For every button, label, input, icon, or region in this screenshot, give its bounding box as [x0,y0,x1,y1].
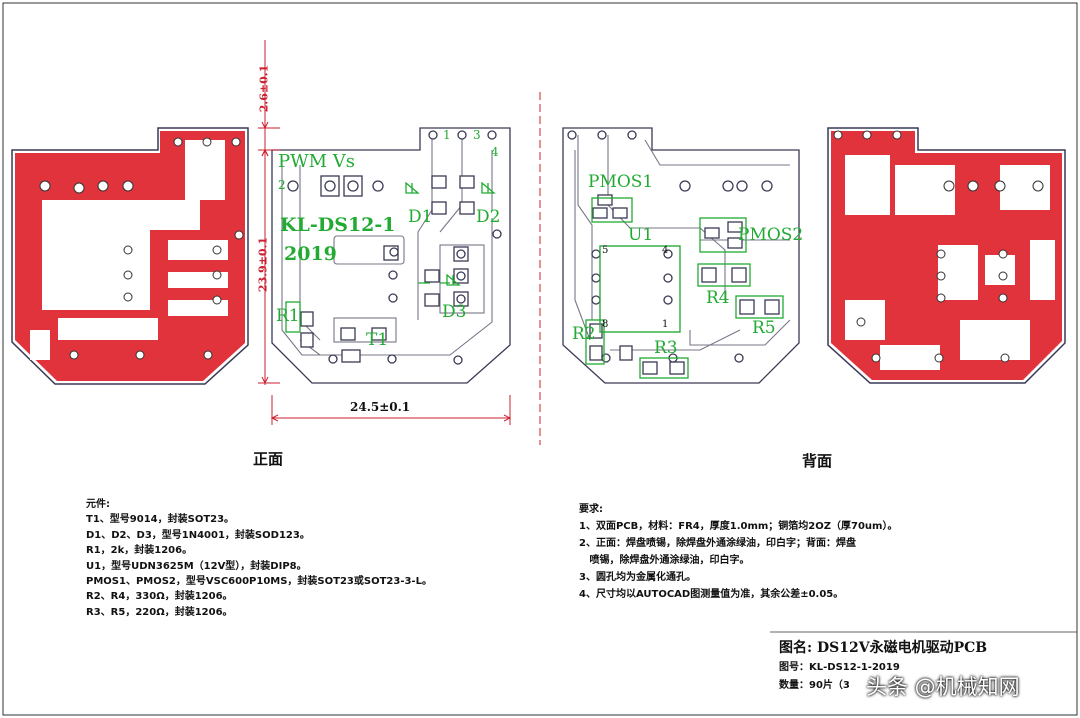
back-silkscreen-view [562,127,800,384]
requirement-line: 1、双面PCB，材料：FR4，厚度1.0mm；铜箔均2OZ（厚70um）。 [579,521,898,532]
silk-d1: D1 [408,207,433,227]
silk-d3: D3 [442,302,467,322]
component-line: R1，2k，封装1206。 [86,545,193,557]
drawing-name: 图名: DS12V永磁电机驱动PCB [779,640,988,656]
silk-pin-8: 8 [602,319,609,330]
quantity: 数量：90片（3 [779,680,850,691]
component-line: PMOS1、PMOS2，型号VSC600P10MS，封装SOT23或SOT23-… [86,576,432,588]
back-view-label: 背面 [802,452,833,470]
silk-u1: U1 [628,225,654,245]
requirement-line: 2、正面：焊盘喷锡，除焊盘外通涂绿油，印白字；背面：焊盘 [579,538,856,549]
requirement-line: 3、圆孔均为金属化通孔。 [579,572,696,583]
silk-r5: R5 [752,318,776,338]
requirement-line: 4、尺寸均以AUTOCAD图测量值为准，其余公差±0.05。 [579,589,844,600]
silk-t1: T1 [366,330,389,350]
silk-d2: D2 [476,207,501,227]
component-line: T1、型号9014，封装SOT23。 [86,514,235,526]
dimension-lines [258,40,541,445]
silk-r4: R4 [706,288,730,308]
silk-pin-5: 5 [602,245,609,256]
requirements-note: 要求: 1、双面PCB，材料：FR4，厚度1.0mm；铜箔均2OZ（厚70um）… [579,501,897,603]
drawing-number: 图号：KL-DS12-1-2019 [779,662,900,673]
requirement-line: 喷锡，除焊盘外通涂绿油，印白字。 [579,555,750,566]
component-line: R2、R4，330Ω，封装1206。 [86,591,233,603]
silk-pin-2: 2 [278,178,286,192]
requirements-title: 要求: [579,504,603,515]
components-title: 元件: [86,499,110,510]
dim-height-main: 23.9±0.1 [256,236,270,293]
silk-r1: R1 [276,306,300,326]
components-note: 元件: T1、型号9014，封装SOT23。 D1、D2、D3，型号1N4001… [86,497,432,620]
component-line: D1、D2、D3，型号1N4001，封装SOD123。 [86,529,310,541]
silk-r3: R3 [654,338,678,358]
silk-pin-3: 3 [473,128,481,142]
front-view-label: 正面 [253,450,284,468]
silk-pin-4: 4 [491,145,499,159]
silk-pmos2: PMOS2 [738,225,804,245]
front-copper-view [11,127,249,385]
silk-pmos1: PMOS1 [588,172,654,192]
silk-pin-1-u1: 1 [662,319,669,330]
silk-pin-4-u1: 4 [662,245,669,256]
silk-pwm-vs: PWM Vs [278,151,356,172]
dim-width: 24.5±0.1 [350,400,411,414]
dim-height-top: 2.6±0.1 [257,64,271,113]
silk-year: 2019 [284,243,337,265]
back-copper-view [827,127,1066,384]
silk-pin-1: 1 [443,128,451,142]
component-line: U1，型号UDN3625M（12V型），封装DIP8。 [86,560,307,572]
front-silkscreen-view [271,127,511,384]
component-line: R3、R5，220Ω，封装1206。 [86,606,233,618]
silk-r2: R2 [572,324,596,344]
watermark: 头条 @机械知网 [866,675,1020,699]
silk-part-number: KL-DS12-1 [280,214,396,236]
